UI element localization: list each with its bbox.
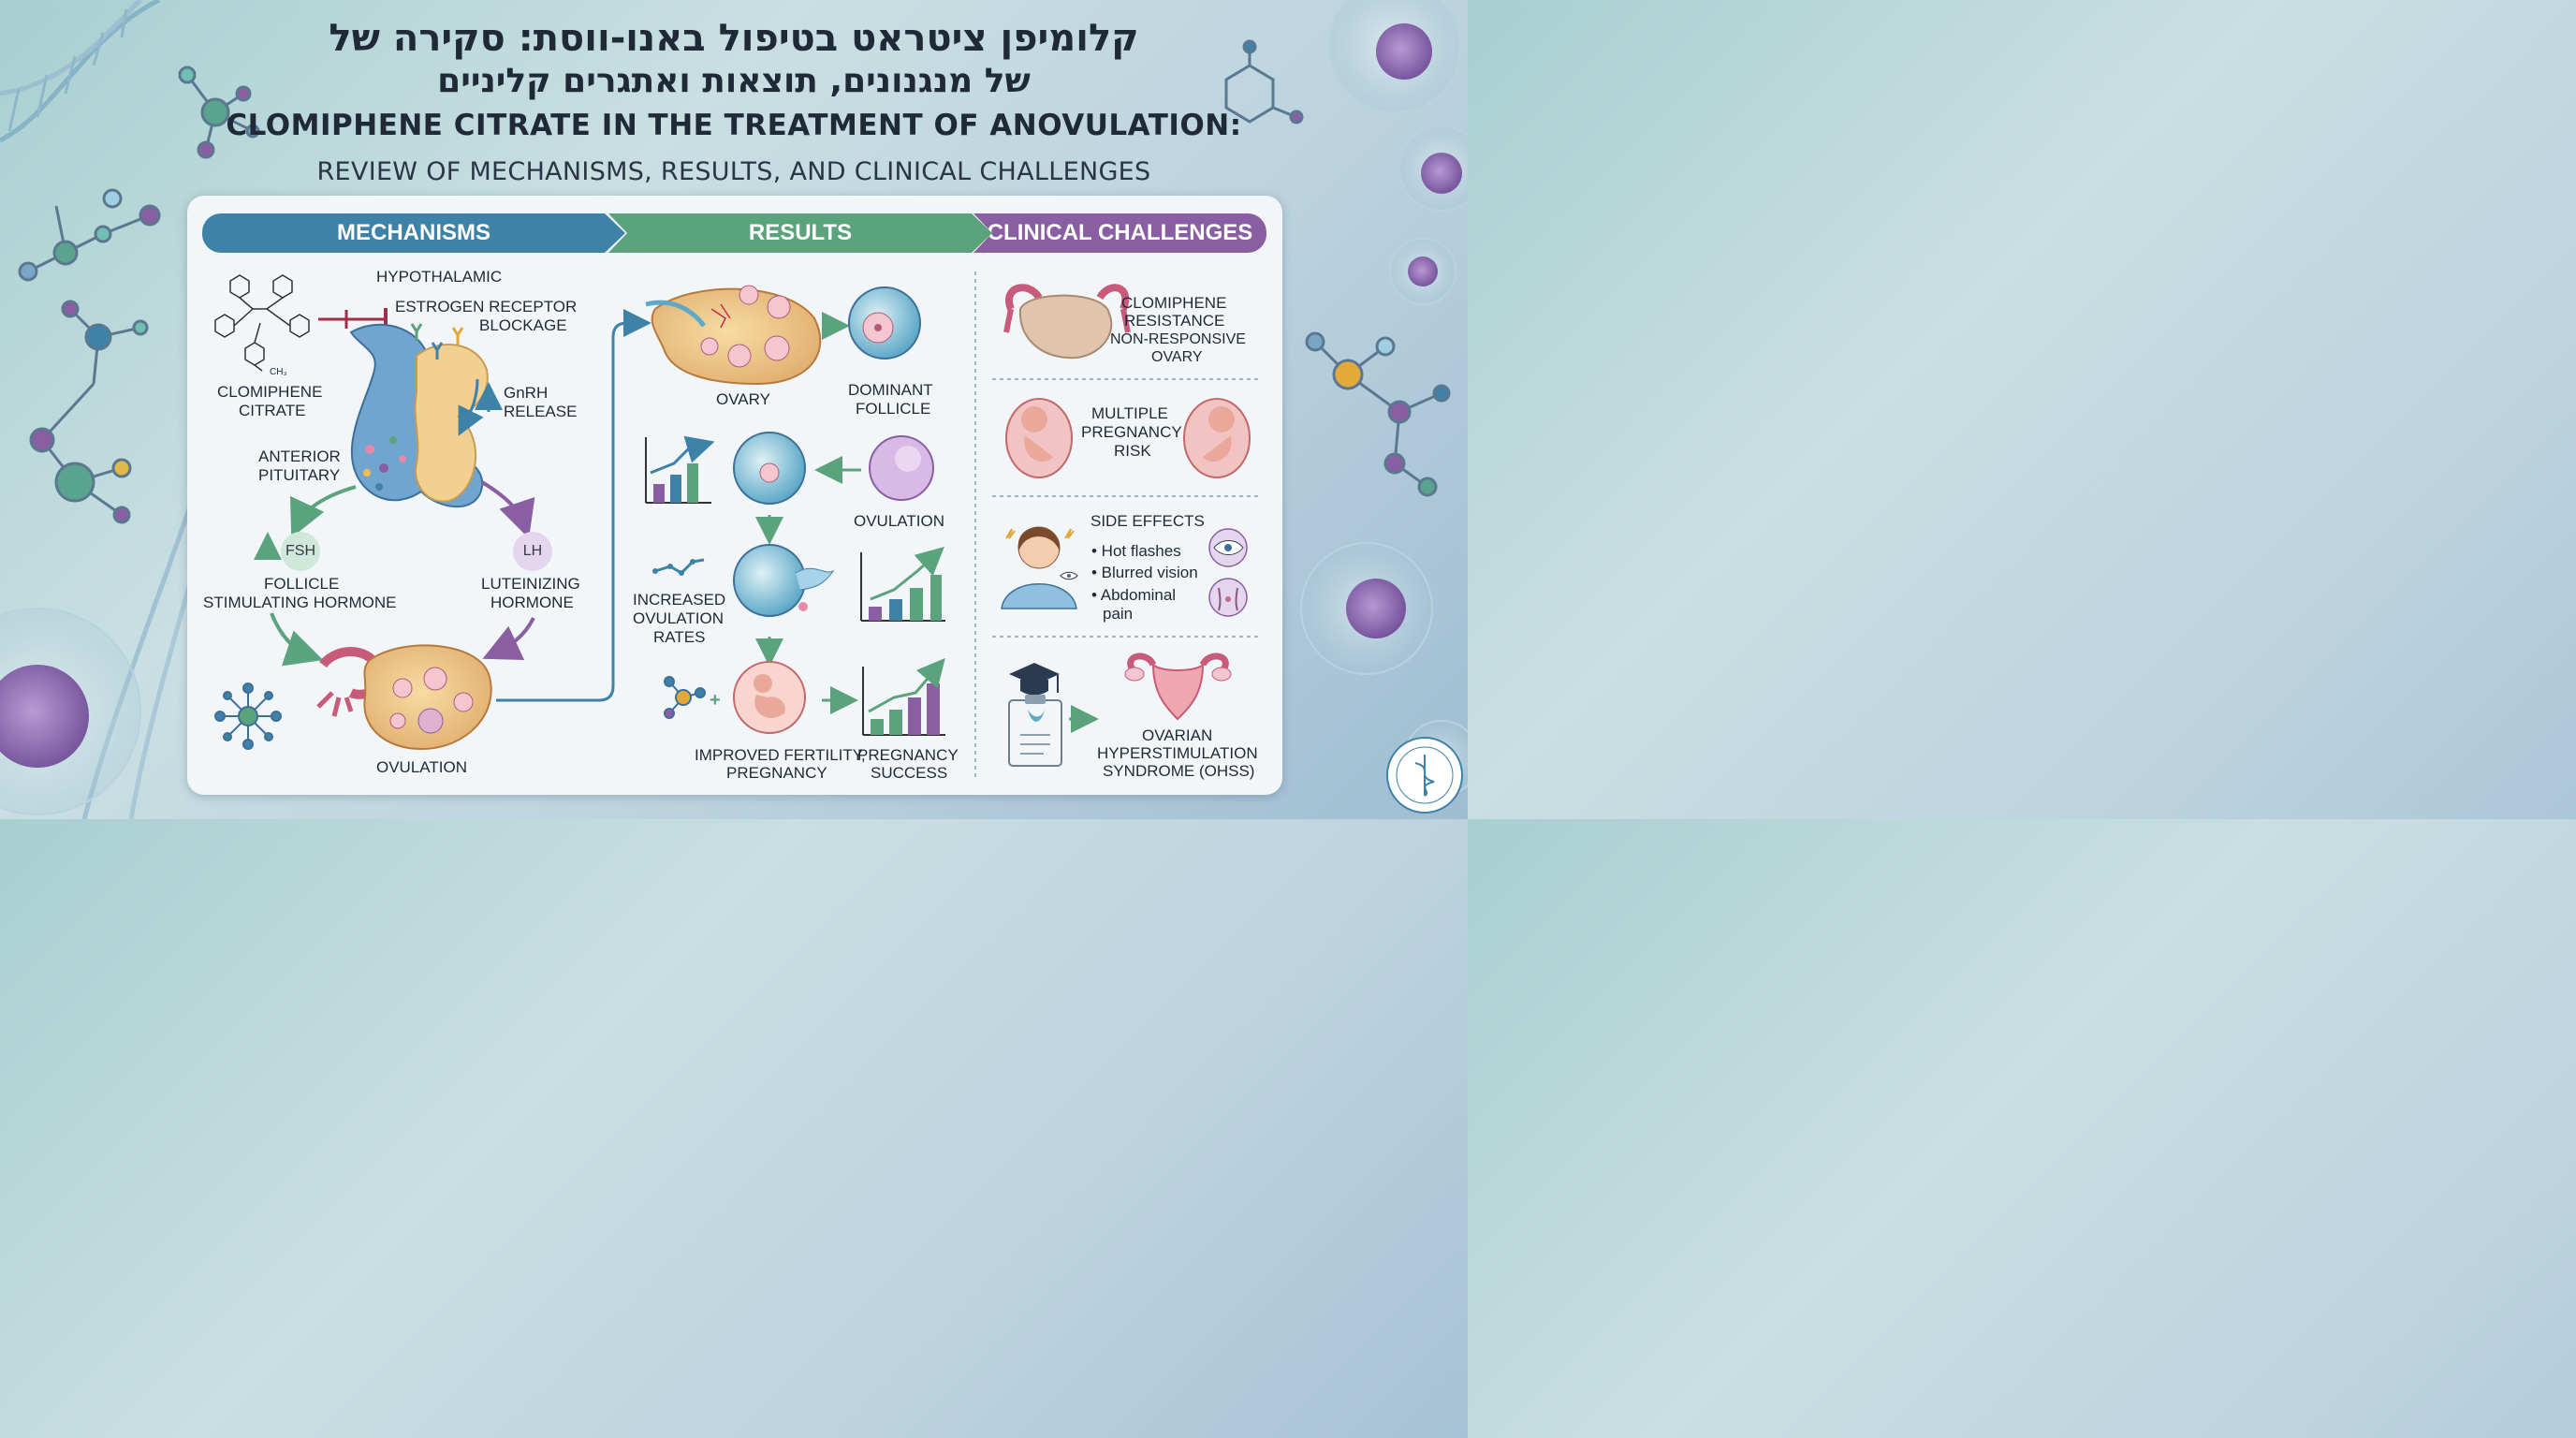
increased-rates-line3: RATES [653, 628, 706, 646]
lh-badge: LH [513, 532, 552, 571]
results-header: RESULTS [608, 213, 992, 253]
lh-badge-label: LH [522, 543, 543, 559]
ovary-label: OVARY [716, 390, 770, 408]
resistance-line2: RESISTANCE [1124, 312, 1225, 330]
pregnancy-success-line2: SUCCESS [871, 764, 948, 782]
svg-text:+: + [710, 690, 721, 711]
ovary-illustration [316, 644, 492, 751]
clipboard-icon [1008, 695, 1062, 767]
bar-chart-icon [860, 546, 945, 622]
pituitary-gland-illustration [349, 323, 489, 508]
improved-fertility-line2: PREGNANCY [726, 764, 827, 782]
pituitary-label-line2: PITUITARY [258, 466, 341, 484]
lh-label-line2: HORMONE [490, 594, 574, 611]
ovulation-cell-icon [869, 435, 934, 501]
dominant-follicle-line1: DOMINANT [848, 381, 933, 399]
diagram-graphics: + [214, 271, 1259, 777]
receptor-label-line1: ESTROGEN RECEPTOR [395, 298, 578, 315]
side-effect-item: • Hot flashes [1091, 542, 1181, 560]
follicle-icon [733, 432, 806, 505]
dominant-follicle-icon [848, 286, 921, 360]
ohss-line1: OVARIAN [1142, 726, 1213, 744]
lh-label-line1: LUTEINIZING [481, 575, 580, 593]
clomiphene-label-line1: CLOMIPHENE [217, 383, 323, 401]
ch3-label: CH₃ [270, 367, 287, 377]
side-effect-item: • Blurred vision [1091, 564, 1198, 581]
increased-rates-line1: INCREASED [633, 591, 726, 609]
fetus-icon [733, 661, 806, 734]
pituitary-label-line1: ANTERIOR [258, 448, 341, 465]
non-responsive-ovary-icon [1003, 284, 1131, 360]
resistance-line3: NON-RESPONSIVE [1110, 331, 1246, 347]
dominant-follicle-line2: FOLLICLE [856, 400, 931, 418]
graduation-cap-icon [1009, 663, 1060, 696]
ovulation-result-label: OVULATION [854, 512, 944, 530]
ohss-line3: SYNDROME (OHSS) [1103, 762, 1255, 780]
improved-fertility-line1: IMPROVED FERTILITY, [695, 746, 866, 764]
uterus-icon [1124, 653, 1232, 721]
gnrh-label-line1: GnRH [504, 384, 549, 402]
english-title: CLOMIPHENE CITRATE IN THE TREATMENT OF A… [226, 109, 1242, 142]
eye-icon [1060, 571, 1078, 580]
ovulation-label: OVULATION [376, 758, 467, 776]
side-effect-item: pain [1103, 605, 1134, 623]
english-subtitle: REVIEW OF MECHANISMS, RESULTS, AND CLINI… [316, 157, 1151, 186]
line-trend-icon [652, 558, 705, 576]
increased-rates-line2: OVULATION [633, 609, 724, 627]
multiple-pregnancy-line1: MULTIPLE [1091, 404, 1168, 422]
ovary-illustration [645, 285, 822, 386]
ohss-line2: HYPERSTIMULATION [1097, 744, 1258, 762]
fsh-arrow [290, 485, 357, 538]
ovulating-follicle-icon [733, 544, 835, 617]
hypothalamic-label: HYPOTHALAMIC [376, 268, 503, 286]
molecule-icon [664, 676, 706, 719]
hebrew-title-line2: של מנגנונים, תוצאות ואתגרים קליניים [437, 62, 1031, 100]
mechanisms-header: MECHANISMS [202, 213, 625, 253]
fetus-icon [1005, 398, 1073, 478]
side-effects-title: SIDE EFFECTS [1090, 512, 1205, 530]
molecule-icon [214, 682, 282, 750]
fsh-badge: FSH [281, 532, 320, 571]
pregnancy-success-line1: PREGNANCY [857, 746, 959, 764]
fsh-label-line1: FOLLICLE [264, 575, 340, 593]
lh-arrow [480, 480, 535, 539]
fsh-label-line2: STIMULATING HORMONE [203, 594, 397, 611]
abdomen-icon [1208, 578, 1248, 617]
receptor-label-line2: BLOCKAGE [479, 316, 567, 334]
woman-side-effects-icon [1001, 526, 1077, 609]
clomiphene-label-line2: CITRATE [239, 402, 306, 419]
gnrh-label-line2: RELEASE [504, 403, 578, 420]
resistance-line1: CLOMIPHENE [1121, 294, 1227, 312]
connector-arrow [496, 309, 651, 702]
multiple-pregnancy-line3: RISK [1114, 442, 1151, 460]
eye-icon [1208, 528, 1248, 567]
resistance-line4: OVARY [1151, 349, 1203, 365]
fetus-icon [1183, 398, 1251, 478]
multiple-pregnancy-line2: PREGNANCY [1081, 423, 1182, 441]
side-effect-item: • Abdominal [1091, 586, 1177, 604]
bar-chart-icon [645, 435, 715, 504]
clomiphene-molecule-icon [214, 274, 310, 372]
hebrew-title-line1: קלומיפן ציטראט בטיפול באנו-ווסת: סקירה ש… [329, 17, 1139, 60]
clinical-challenges-header: CLINICAL CHALLENGES [973, 213, 1266, 253]
fsh-badge-label: FSH [285, 543, 315, 559]
bar-chart-icon [862, 657, 945, 736]
